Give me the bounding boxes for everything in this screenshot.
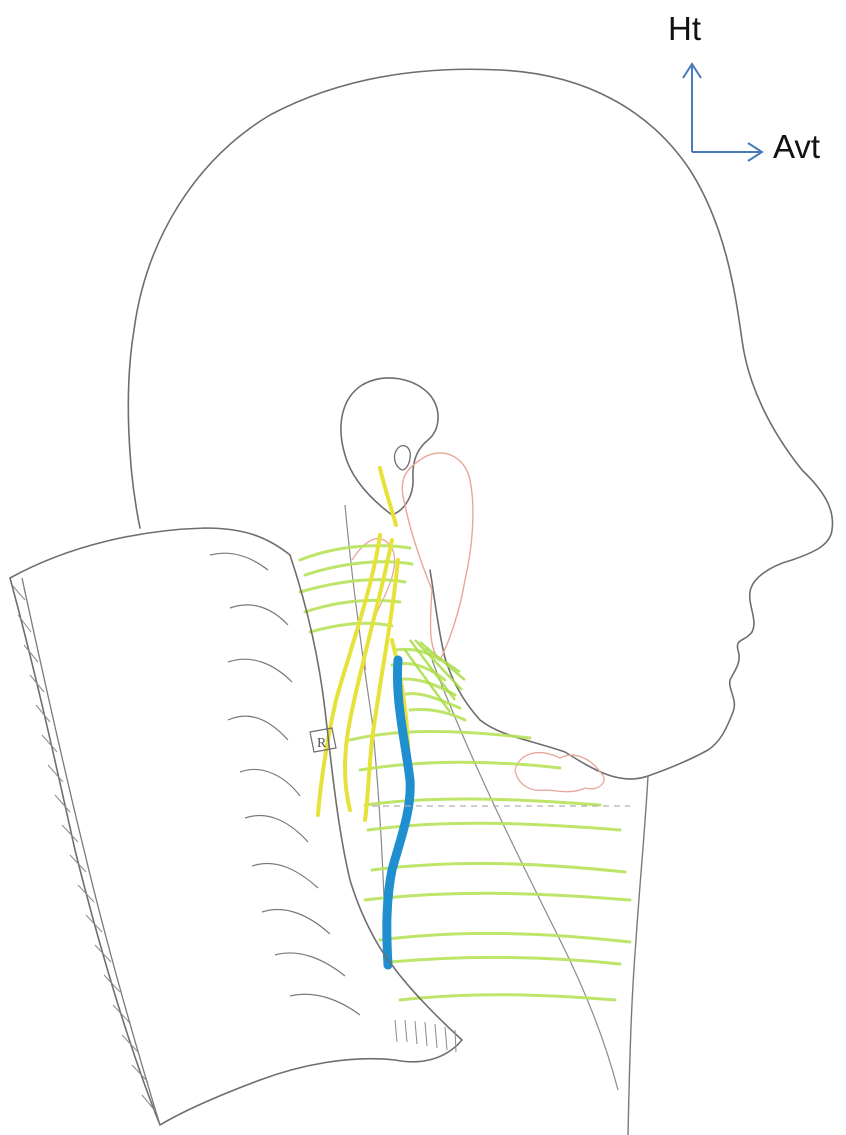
orientation-front-label: Avt: [773, 130, 820, 163]
skin-flap-inner-edge: [22, 578, 160, 1125]
orientation-arrows: [683, 64, 762, 161]
marker-label: R: [317, 736, 327, 751]
throat-line: [628, 776, 648, 1135]
head-outline: [128, 69, 832, 779]
muscle-line: [432, 660, 618, 1090]
ear-inner: [395, 446, 411, 470]
marker-box: R: [310, 728, 336, 752]
back-neck-line: [345, 505, 386, 960]
flap-skin-lines: [210, 553, 360, 1015]
orientation-up-label: Ht: [668, 12, 701, 45]
green-hatching: [300, 546, 630, 1000]
submandibular-gland: [515, 753, 604, 792]
ear-outline: [341, 378, 438, 515]
